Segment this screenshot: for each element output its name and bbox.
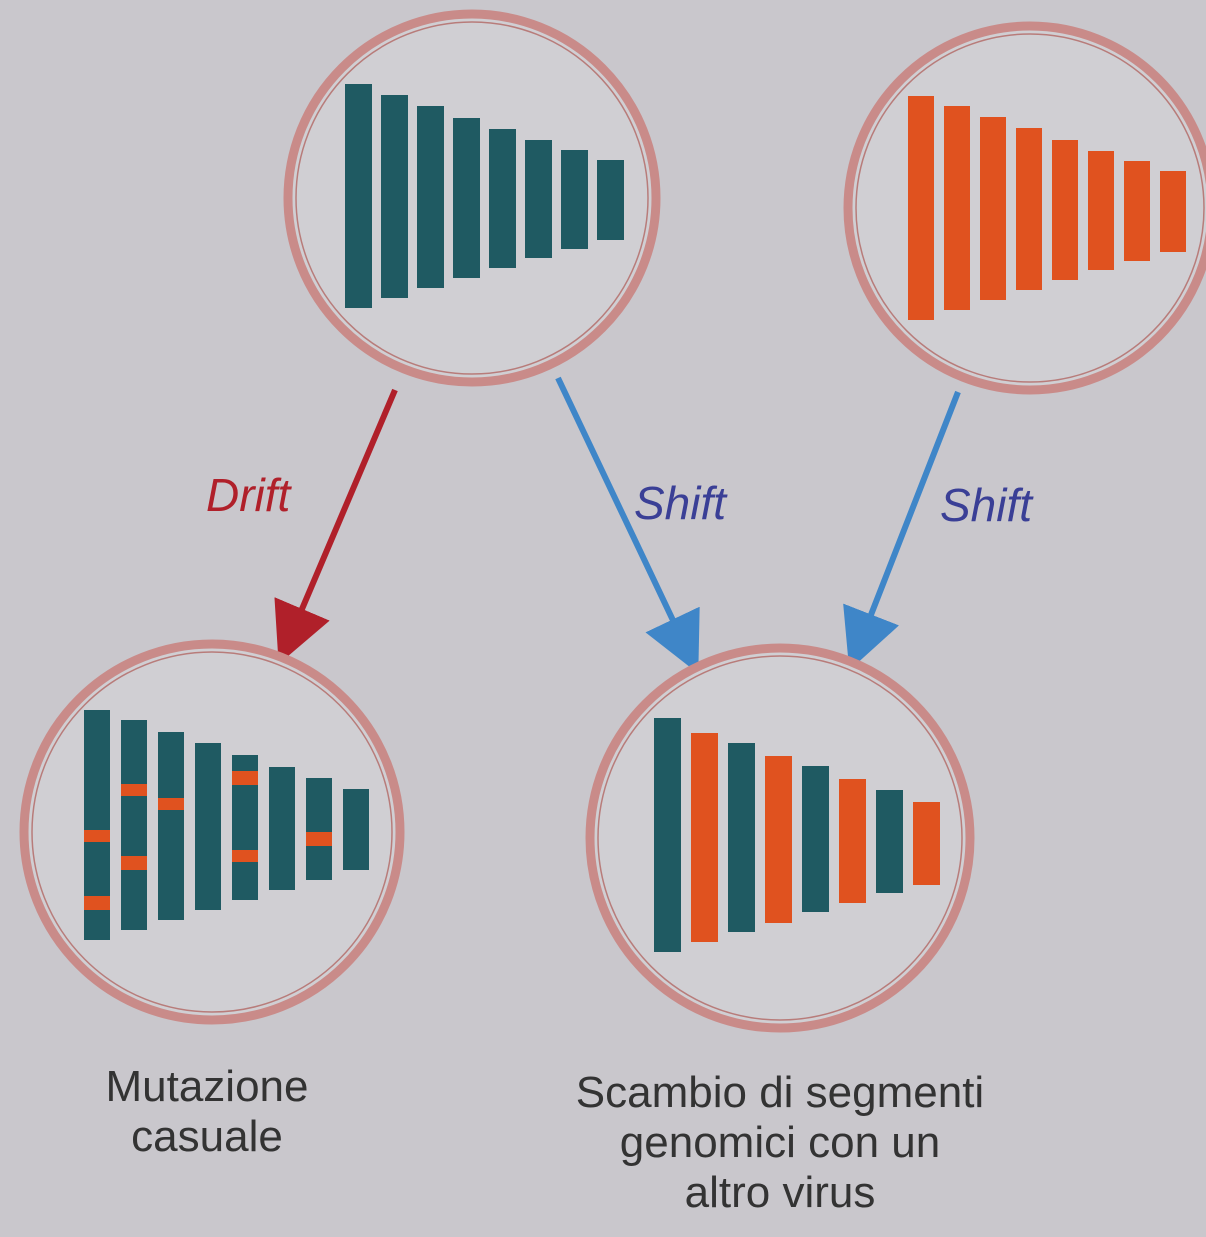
drift-segment-2 xyxy=(121,720,147,930)
caption-right-line-3: altro virus xyxy=(684,1168,876,1217)
virus-parent-b xyxy=(843,21,1206,395)
caption-segment-exchange: Scambio di segmenti genomici con un altr… xyxy=(490,1068,1070,1218)
caption-left-line-1: Mutazione xyxy=(105,1062,309,1111)
shift-segment-4 xyxy=(765,756,792,923)
parent-b-segment-1 xyxy=(908,96,934,320)
parent-a-segment-6 xyxy=(525,140,552,258)
parent-a-segment-3 xyxy=(417,106,444,288)
parent-a-segment-1 xyxy=(345,84,372,308)
parent-a-segment-2 xyxy=(381,95,408,298)
parent-a-segment-5 xyxy=(489,129,516,268)
parent-b-segment-2 xyxy=(944,106,970,310)
drift-segment-6 xyxy=(269,767,295,890)
shift-segment-3 xyxy=(728,743,755,932)
parent-a-segment-8 xyxy=(597,160,624,240)
mutation-mark xyxy=(121,784,147,796)
virus-shift-result xyxy=(585,643,975,1033)
shift-segment-6 xyxy=(839,779,866,903)
drift-segment-3 xyxy=(158,732,184,920)
parent-b-segment-4 xyxy=(1016,128,1042,290)
caption-random-mutation: Mutazione casuale xyxy=(62,1062,352,1162)
mutation-mark xyxy=(158,798,184,810)
shift-segment-7 xyxy=(876,790,903,893)
shift-segment-1 xyxy=(654,718,681,952)
parent-b-segment-6 xyxy=(1088,151,1114,270)
parent-b-segment-5 xyxy=(1052,140,1078,280)
virus-parent-a xyxy=(283,9,661,387)
shift-arrow-right xyxy=(843,390,961,671)
mutation-mark xyxy=(84,830,110,842)
mutation-mark xyxy=(84,896,110,910)
virus-drift-result xyxy=(19,639,405,1025)
parent-b-segment-8 xyxy=(1160,171,1186,252)
shift-segment-5 xyxy=(802,766,829,912)
drift-arrow xyxy=(274,388,398,665)
drift-segment-8 xyxy=(343,789,369,870)
caption-right-line-1: Scambio di segmenti xyxy=(575,1068,985,1117)
shift-segment-8 xyxy=(913,802,940,885)
mutation-mark xyxy=(232,771,258,785)
parent-b-segment-7 xyxy=(1124,161,1150,261)
drift-segment-7 xyxy=(306,778,332,880)
shift-arrow-left xyxy=(555,376,700,674)
shift-label-left: Shift xyxy=(634,477,727,529)
drift-label: Drift xyxy=(206,469,291,521)
parent-b-segment-3 xyxy=(980,117,1006,300)
parent-a-segment-4 xyxy=(453,118,480,278)
mutation-mark xyxy=(306,832,332,846)
shift-label-right: Shift xyxy=(940,479,1033,531)
parent-a-segment-7 xyxy=(561,150,588,249)
mutation-mark xyxy=(232,850,258,862)
drift-segment-4 xyxy=(195,743,221,910)
caption-left-line-2: casuale xyxy=(131,1112,283,1161)
mutation-mark xyxy=(121,856,147,870)
caption-right-line-2: genomici con un xyxy=(619,1118,941,1167)
shift-segment-2 xyxy=(691,733,718,942)
